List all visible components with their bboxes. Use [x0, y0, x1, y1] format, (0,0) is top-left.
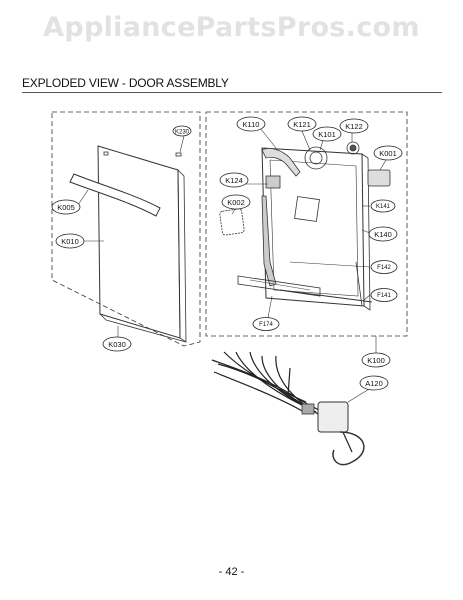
callout-k124: K124: [225, 176, 243, 185]
callout-k030: K030: [108, 340, 126, 349]
callout-f142: F142: [377, 265, 391, 271]
harness-connector: [317, 401, 349, 433]
bottom-strip: [237, 275, 321, 297]
title-rule: [22, 92, 442, 93]
callout-a120: A120: [365, 379, 383, 388]
callout-k230: K230: [175, 130, 190, 136]
callout-k005: K005: [57, 203, 75, 212]
door-latch: [367, 169, 391, 187]
outer-door-group-boundary: [51, 111, 201, 347]
watermark: AppliancePartsPros.com: [43, 12, 420, 43]
callout-k101: K101: [318, 130, 336, 139]
rinse-aid-cap: [346, 141, 360, 155]
callout-k002: K002: [227, 198, 245, 207]
door-handle: [69, 173, 161, 217]
diagram-title: EXPLODED VIEW - DOOR ASSEMBLY: [22, 76, 229, 90]
callout-k140: K140: [374, 230, 392, 239]
inner-door-panel: [261, 147, 365, 307]
callout-k122: K122: [345, 122, 363, 131]
door-gasket: [219, 208, 245, 236]
callout-k110: K110: [243, 120, 260, 129]
hinge-arm: [261, 148, 301, 177]
callout-k010: K010: [61, 237, 79, 246]
callout-f141: F141: [377, 293, 391, 299]
callout-k100: K100: [367, 356, 385, 365]
callout-k001: K001: [379, 149, 397, 158]
callout-k141: K141: [376, 204, 391, 210]
callout-f174: F174: [259, 322, 273, 328]
callout-k121: K121: [293, 120, 311, 129]
door-switch: [265, 175, 281, 189]
page-number: - 42 -: [218, 566, 245, 578]
inner-door-group-boundary: [205, 111, 408, 337]
outer-door-panel-edge: [177, 169, 187, 343]
dispenser-lid: [304, 146, 328, 170]
door-bracket: [261, 195, 277, 287]
